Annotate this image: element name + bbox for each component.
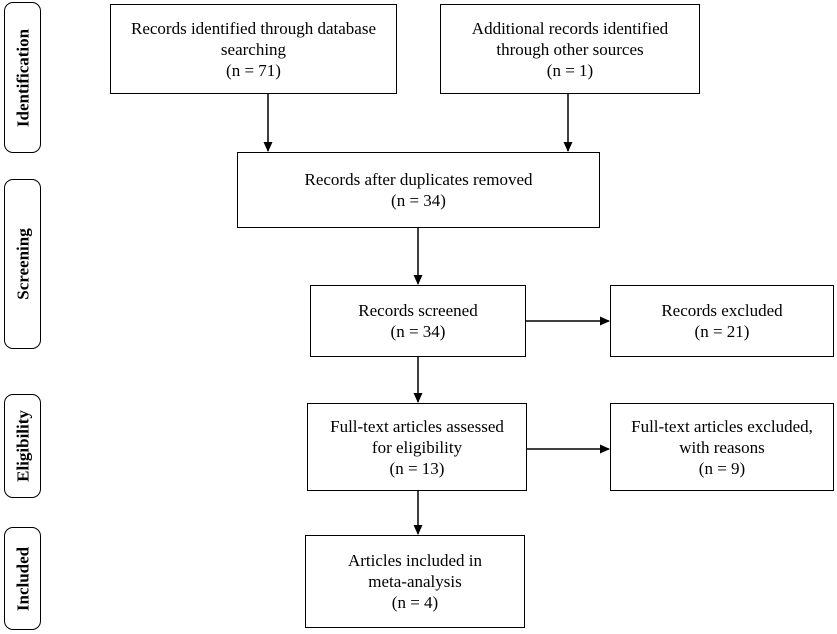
fulltext-assessed-text-2: for eligibility	[371, 437, 463, 457]
database-records-count: (n = 71)	[226, 60, 281, 80]
articles-included-text-1: Articles included in	[347, 551, 483, 570]
box-other-records: Additional records identified through ot…	[440, 4, 700, 94]
fulltext-assessed-text-1: Full-text articles assessed	[330, 416, 504, 436]
box-records-excluded: Records excluded (n = 21)	[610, 285, 834, 357]
duplicates-removed-text: Records after duplicates removed	[304, 170, 533, 189]
phase-eligibility: Eligibility	[4, 394, 41, 498]
phase-included: Included	[4, 527, 41, 630]
records-screened-count: (n = 34)	[390, 322, 446, 341]
other-records-text-1: Additional records identified	[471, 18, 669, 38]
database-records-text-2: searching	[220, 39, 287, 59]
other-records-text-2: through other sources	[496, 39, 644, 59]
records-screened-text: Records screened	[358, 301, 478, 320]
box-fulltext-assessed: Full-text articles assessed for eligibil…	[307, 403, 527, 491]
records-excluded-count: (n = 21)	[694, 322, 750, 341]
articles-included-text-2: meta-analysis	[368, 572, 462, 591]
box-fulltext-excluded: Full-text articles excluded, with reason…	[610, 403, 834, 491]
fulltext-assessed-count: (n = 13)	[389, 458, 445, 478]
phase-identification: Identification	[4, 2, 41, 153]
box-duplicates-removed: Records after duplicates removed (n = 34…	[237, 152, 600, 228]
fulltext-excluded-count: (n = 9)	[698, 458, 746, 478]
duplicates-removed-count: (n = 34)	[391, 191, 446, 210]
box-database-records: Records identified through database sear…	[110, 4, 397, 94]
articles-included-count: (n = 4)	[391, 593, 439, 612]
phase-screening: Screening	[4, 179, 41, 349]
other-records-count: (n = 1)	[546, 60, 594, 80]
database-records-text-1: Records identified through database	[130, 18, 376, 38]
box-articles-included: Articles included in meta-analysis (n = …	[305, 535, 525, 628]
fulltext-excluded-text-2: with reasons	[679, 437, 765, 457]
records-excluded-text: Records excluded	[661, 301, 783, 320]
fulltext-excluded-text-1: Full-text articles excluded,	[631, 416, 813, 436]
box-records-screened: Records screened (n = 34)	[310, 285, 526, 357]
